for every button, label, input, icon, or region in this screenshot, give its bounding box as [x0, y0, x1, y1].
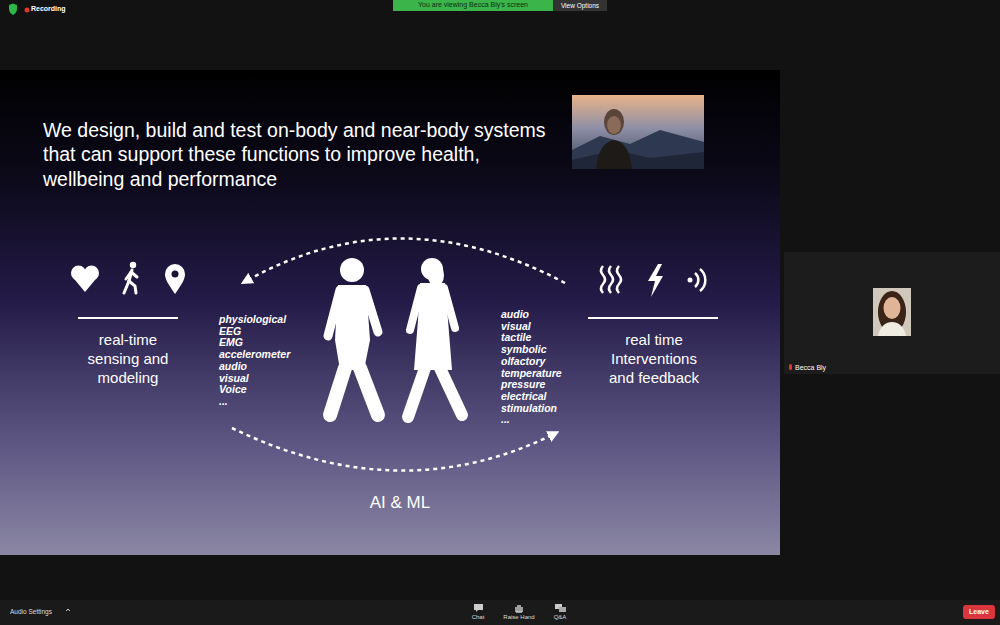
- list-item: tactile: [501, 332, 531, 344]
- svg-rect: [873, 288, 911, 336]
- loop-arc: [232, 428, 554, 471]
- svg-path: [360, 368, 378, 415]
- list-item: visual: [501, 321, 531, 333]
- svg-ellipse: [884, 297, 901, 319]
- speaker-video: [572, 95, 704, 169]
- svg-ellipse: [604, 109, 624, 135]
- list-item: stimulation: [501, 403, 557, 415]
- svg-rect: [572, 95, 704, 169]
- svg-path: [516, 605, 522, 612]
- list-item: temperature: [501, 368, 562, 380]
- group-label: real time Interventions and feedback: [598, 330, 710, 387]
- list-item: audio: [501, 309, 529, 321]
- node-text: Q&A: [540, 614, 580, 621]
- participant-avatar: [784, 252, 1000, 374]
- svg-polygon: [71, 276, 98, 293]
- node-text: We design, build and test on-body and ne…: [43, 118, 548, 191]
- svg-path: [596, 140, 632, 169]
- toolbar-bar: Audio SettingsChatRaise HandQ&A Leave: [0, 600, 1000, 625]
- svg-path: [165, 264, 185, 294]
- svg-rect: [559, 607, 566, 612]
- list-item: physiological: [219, 314, 286, 326]
- list-item: audio: [219, 361, 247, 373]
- svg-path: [129, 281, 136, 293]
- svg-path: [440, 368, 462, 415]
- list-item: ...: [219, 396, 228, 408]
- svg-path: [878, 322, 906, 336]
- node-text: Becca Bly: [795, 364, 826, 372]
- svg-polygon: [572, 150, 704, 169]
- svg-polyline: [66, 609, 70, 611]
- list-item: EEG: [219, 326, 241, 338]
- slide-illustration: [0, 70, 780, 555]
- status-label: Recording: [31, 5, 66, 13]
- walker-icon: [124, 262, 137, 293]
- node-text: You are viewing Becca Bly's screen: [418, 1, 528, 9]
- svg-path: [408, 368, 425, 417]
- banner-box: You are viewing Becca Bly's screen: [393, 0, 553, 11]
- node-text: Audio Settings: [10, 608, 52, 615]
- loop-label: AI & ML: [340, 494, 460, 513]
- record-dot: [25, 8, 30, 13]
- svg-rect: [789, 364, 792, 370]
- list-item: olfactory: [501, 356, 545, 368]
- svg-path: [609, 266, 613, 293]
- list-item: visual: [219, 373, 249, 385]
- divider-line: [588, 317, 718, 319]
- svg-circle: [340, 258, 364, 282]
- svg-circle: [688, 278, 693, 283]
- list-item: EMG: [219, 337, 243, 349]
- svg-path: [328, 290, 340, 336]
- svg-circle: [172, 271, 179, 278]
- list-item: electrical: [501, 391, 547, 403]
- svg-path: [410, 288, 421, 330]
- svg-path: [617, 266, 621, 293]
- svg-circle: [130, 262, 136, 268]
- loop-arc: [246, 238, 565, 283]
- heart-icon: [71, 266, 99, 293]
- svg-path: [601, 266, 605, 293]
- node-text: Chat: [458, 614, 498, 621]
- toolbar-icons: [0, 600, 1000, 625]
- svg-path: [695, 273, 698, 287]
- participant-tile: Becca Bly: [784, 252, 1000, 374]
- leave-button: Leave: [963, 605, 995, 619]
- svg-path: [474, 604, 483, 612]
- list-item: symbolic: [501, 344, 547, 356]
- shield-icon: [9, 4, 17, 16]
- svg-path: [365, 290, 378, 332]
- node-text: Leave: [969, 608, 989, 616]
- node-text: Raise Hand: [494, 614, 544, 621]
- svg-path: [330, 368, 345, 415]
- list-item: pressure: [501, 379, 545, 391]
- svg-path: [124, 281, 129, 293]
- group-label: real-time sensing and modeling: [78, 330, 178, 387]
- button-box: View Options: [553, 0, 607, 11]
- list-item: accelerometer: [219, 349, 290, 361]
- man-silhouette: [328, 258, 378, 415]
- list-item: Voice: [219, 384, 247, 396]
- waves-icon: [601, 266, 621, 293]
- svg-path: [700, 269, 705, 291]
- vibration-icon: [688, 269, 706, 291]
- svg-polygon: [572, 130, 704, 169]
- svg-path: [131, 272, 137, 277]
- divider-line: [78, 317, 178, 319]
- svg-ellipse: [607, 116, 621, 134]
- woman-silhouette: [408, 258, 462, 417]
- lightning-icon: [648, 264, 663, 297]
- slide-panel: We design, build and test on-body and ne…: [0, 70, 780, 555]
- node-text: View Options: [561, 2, 599, 9]
- svg-path: [444, 288, 455, 328]
- location-pin-icon: [165, 264, 185, 294]
- list-item: ...: [501, 414, 510, 426]
